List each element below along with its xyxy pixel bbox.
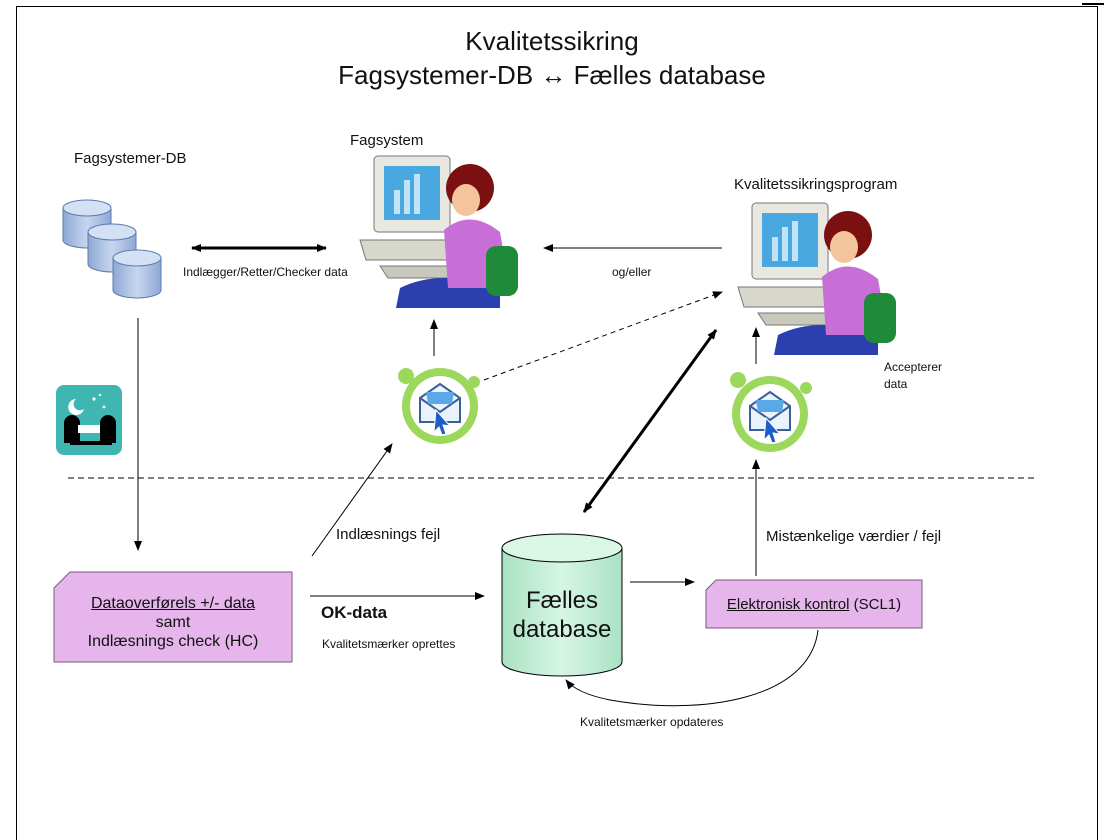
electronic-control-text: Elektronisk kontrol (SCL1): [706, 595, 922, 614]
night-batch-icon: [56, 385, 122, 455]
label-og-eller: og/eller: [612, 265, 652, 279]
label-indlaesnings-fejl: Indlæsnings fejl: [336, 526, 441, 543]
arrow-mail-to-kvalitet-dashed: [483, 291, 723, 381]
database-icon: [62, 199, 162, 299]
shared-database-line-2: database: [512, 616, 612, 643]
label-ok-data: OK-data: [321, 603, 388, 622]
label-fagsystem: Fagsystem: [350, 132, 424, 149]
page-frame: [16, 6, 1098, 840]
arrow-indlaesningsfejl: [311, 443, 393, 557]
label-kvalitetssikringsprogram: Kvalitetssikringsprogram: [734, 176, 898, 193]
mail-notification-icon: [730, 372, 812, 452]
title-line-2: Fagsystemer-DB ↔ Fælles database: [338, 60, 766, 90]
label-mistaenkelige: Mistænkelige værdier / fejl: [766, 528, 942, 545]
data-transfer-line-3: Indlæsnings check (HC): [87, 633, 259, 650]
user-at-computer-icon: [359, 155, 518, 308]
title-line-1: Kvalitetssikring: [465, 26, 639, 56]
top-right-mark: [1082, 3, 1104, 5]
data-transfer-box: [53, 571, 293, 663]
label-indlaegger: Indlægger/Retter/Checker data: [183, 265, 348, 279]
label-accepterer-1: Accepterer: [884, 360, 943, 374]
electronic-control-box: [705, 579, 923, 629]
shared-database-text: Fælles database: [502, 586, 622, 644]
data-transfer-line-2: samt: [155, 614, 191, 631]
mail-notification-icon: [398, 368, 480, 444]
electronic-control-suffix: (SCL1): [849, 596, 902, 613]
label-accepterer-2: data: [884, 377, 908, 391]
reviewer-at-computer-icon: [737, 202, 896, 355]
shared-database-cylinder: [501, 533, 623, 677]
data-transfer-line-1: Dataoverførels +/- data: [90, 595, 256, 612]
label-fagsystemer-db: Fagsystemer-DB: [74, 150, 187, 167]
label-kvalitetsmaerker-oprettes: Kvalitetsmærker oprettes: [322, 637, 456, 651]
data-transfer-box-text: Dataoverførels +/- data samt Indlæsnings…: [54, 594, 292, 651]
electronic-control-label: Elektronisk kontrol: [726, 596, 850, 613]
arrow-kontrol-to-db-curve: [565, 629, 819, 707]
arrow-db-kvalitet-bidirectional: [582, 329, 718, 513]
label-kvalitetsmaerker-opdateres: Kvalitetsmærker opdateres: [580, 715, 724, 729]
shared-database-line-1: Fælles: [525, 587, 598, 614]
